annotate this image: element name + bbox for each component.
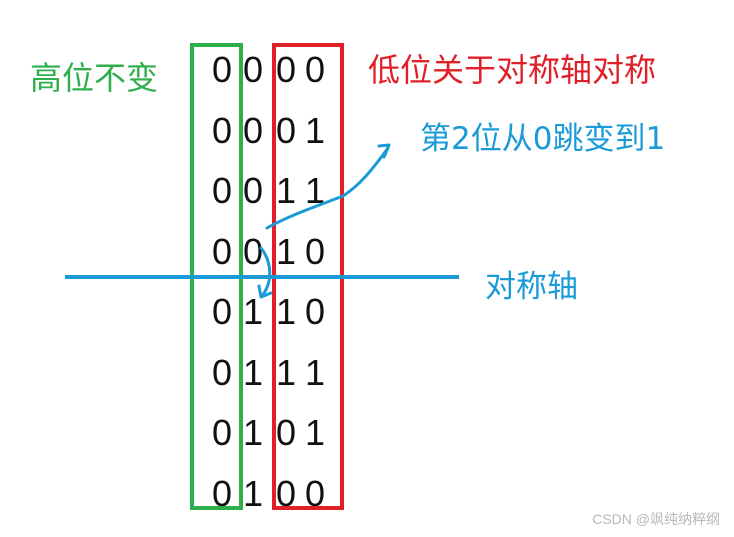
code-digit: 0 xyxy=(212,472,233,514)
code-digit: 0 xyxy=(276,472,297,514)
annotation-arrow-icon xyxy=(265,146,390,230)
code-digit: 0 xyxy=(305,49,326,90)
code-digit: 0 xyxy=(305,291,326,332)
bit-flip-arrowhead-icon xyxy=(257,284,273,299)
code-digit: 0 xyxy=(212,49,233,90)
code-digit: 1 xyxy=(276,291,297,332)
code-digit: 1 xyxy=(276,170,297,211)
bit-jump-annotation: 第2位从0跳变到1 xyxy=(420,121,666,157)
code-digit: 1 xyxy=(243,412,264,453)
low-bits-symmetric-label: 低位关于对称轴对称 xyxy=(368,51,657,89)
symmetry-axis-label: 对称轴 xyxy=(485,269,578,305)
code-digit: 0 xyxy=(212,291,233,332)
high-bits-unchanged-label: 高位不变 xyxy=(30,59,159,97)
code-digit: 1 xyxy=(276,351,297,393)
code-digit: 1 xyxy=(305,170,326,211)
bit-flip-arrow-icon xyxy=(259,246,272,298)
code-digit: 1 xyxy=(305,109,326,151)
code-digit: 1 xyxy=(305,412,326,453)
code-digit: 0 xyxy=(276,49,297,90)
code-digit: 0 xyxy=(212,170,233,211)
code-digit: 1 xyxy=(243,472,264,514)
code-digit: 1 xyxy=(276,230,297,272)
code-digit: 0 xyxy=(305,230,326,272)
code-digit: 0 xyxy=(243,49,264,90)
code-digit: 0 xyxy=(212,412,233,453)
arrowhead-icon xyxy=(377,143,391,159)
code-digit: 1 xyxy=(243,351,264,393)
code-digit: 0 xyxy=(243,170,264,211)
code-digit: 0 xyxy=(243,230,264,272)
code-digit: 0 xyxy=(243,109,264,151)
code-digit: 1 xyxy=(243,291,264,332)
watermark: CSDN @飒纯纳粹纲 xyxy=(592,511,720,527)
code-digit: 1 xyxy=(305,351,326,393)
code-digit: 0 xyxy=(212,351,233,393)
code-digit: 0 xyxy=(276,412,297,453)
code-digit: 0 xyxy=(276,109,297,151)
code-digit: 0 xyxy=(212,109,233,151)
code-digit: 0 xyxy=(305,472,326,514)
code-digit: 0 xyxy=(212,230,233,272)
